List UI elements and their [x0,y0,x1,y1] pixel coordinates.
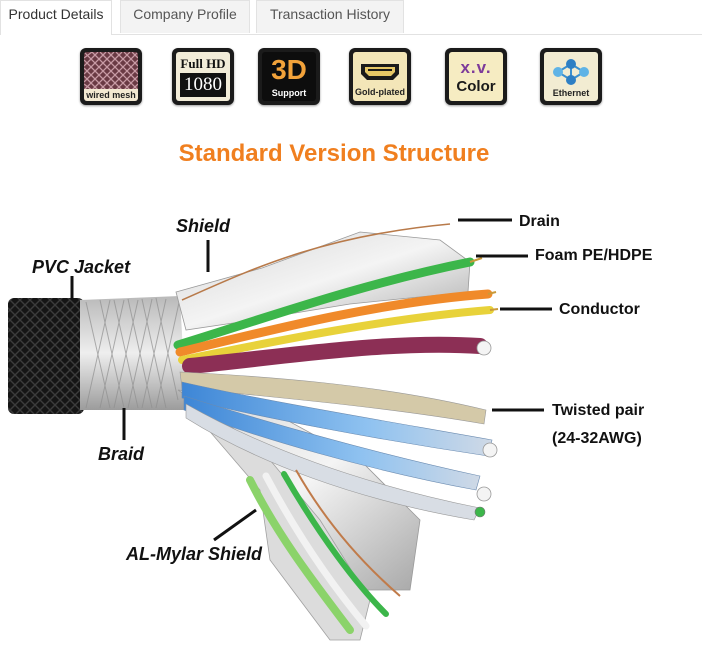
conductors [173,257,499,374]
label-braid: Braid [98,444,145,464]
lower-wires [246,469,401,634]
label-awg: (24-32AWG) [552,430,642,447]
3d-caption: Support [271,88,307,98]
pvc-jacket [8,298,84,414]
tab-transaction-history[interactable]: Transaction History [256,0,404,33]
wired-mesh-caption: wired mesh [84,89,138,101]
drain-wire [181,223,451,301]
full-hd-icon: Full HD 1080 [176,52,230,101]
tab-company-profile[interactable]: Company Profile [120,0,250,33]
gold-plated-caption: Gold-plated [355,87,405,97]
braid [80,296,186,410]
label-drain: Drain [519,213,560,230]
cable-structure-diagram: Shield PVC Jacket Braid AL-Mylar Shield … [8,213,653,641]
ethernet-caption: Ethernet [552,88,590,98]
wired-mesh-icon [84,52,138,91]
label-pvc-jacket: PVC Jacket [32,257,131,277]
label-foam: Foam PE/HDPE [535,247,653,264]
full-hd-line2: 1080 [180,73,226,97]
wired-mesh-badge: wired mesh [80,48,142,105]
diagram-title: Standard Version Structure [178,140,490,167]
3d-support-badge: 3D Support [258,48,320,105]
3d-icon: 3D Support [262,52,316,101]
tab-bar: Product Details Company Profile Transact… [0,0,702,35]
xv-line1: x.v. [460,58,492,77]
label-twisted-pair: Twisted pair [552,402,644,419]
ethernet-badge: Ethernet [540,48,602,105]
full-hd-badge: Full HD 1080 [172,48,234,105]
ethernet-icon [553,59,589,85]
full-hd-line1: Full HD [180,56,226,71]
leader-lines [70,218,552,542]
label-al-mylar-shield: AL-Mylar Shield [125,544,263,564]
feature-badges: wired mesh Full HD 1080 3D Support Gold-… [0,48,702,108]
tab-product-details[interactable]: Product Details [0,0,112,35]
xv-color-badge: x.v. Color [445,48,507,105]
xv-line2: Color [456,78,496,95]
xv-color-icon: x.v. Color [449,52,503,101]
label-shield: Shield [176,216,231,236]
gold-plated-badge: Gold-plated [349,48,411,105]
twisted-pairs [179,371,498,521]
hdmi-port-icon [361,64,399,80]
3d-text: 3D [271,54,307,85]
label-conductor: Conductor [559,301,640,318]
outer-foil-shield [175,231,471,641]
